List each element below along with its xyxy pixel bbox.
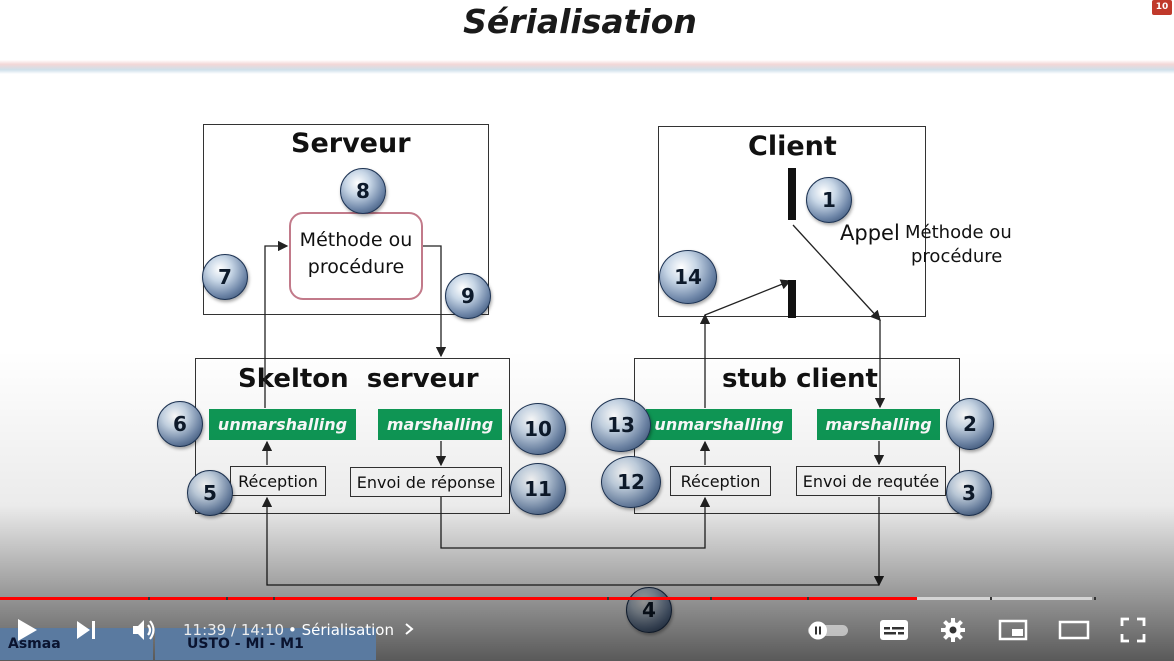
step-13-marker: 13	[591, 398, 651, 452]
play-button[interactable]	[14, 616, 40, 644]
course-watermark: USTO - MI - M1	[155, 628, 376, 660]
chapter-gap	[710, 597, 712, 600]
client-call-label: Appel	[840, 221, 900, 245]
chevron-right-icon	[405, 623, 414, 635]
theater-mode-icon	[1058, 620, 1090, 640]
presenter-watermark: Asmaa Boughrara	[0, 628, 153, 660]
client-method-line1: Méthode ou	[905, 222, 1012, 243]
arrow-method-to-skeleton	[423, 245, 447, 358]
step-9-marker: 9	[445, 273, 491, 319]
chapter-gap	[807, 597, 809, 600]
slide-title: Sérialisation	[463, 2, 697, 41]
miniplayer-icon	[998, 619, 1028, 641]
client-call-bar-bottom	[788, 280, 796, 318]
server-method-box: Méthode ou procédure	[289, 212, 423, 300]
arrow-response-to-client	[440, 496, 711, 549]
miniplayer-button[interactable]	[997, 617, 1029, 643]
arrow-skeleton-to-method	[264, 240, 289, 408]
step-11-marker: 11	[510, 463, 566, 515]
step-10-marker: 10	[510, 403, 566, 455]
chapter-gap	[990, 597, 992, 600]
step-3-marker: 3	[946, 470, 992, 516]
fullscreen-icon	[1120, 617, 1146, 643]
server-title: Serveur	[291, 128, 411, 159]
chapter-gap	[607, 597, 609, 600]
server-method-line1: Méthode ou	[299, 229, 413, 251]
settings-icon	[941, 618, 965, 642]
arrow-return-to-client	[704, 279, 792, 316]
step-2-marker: 2	[946, 398, 994, 450]
client-title: Client	[748, 131, 837, 162]
next-button[interactable]	[74, 618, 98, 642]
chapter-gap	[1094, 597, 1096, 600]
client-call-bar-top	[788, 168, 796, 220]
fullscreen-button[interactable]	[1119, 616, 1147, 644]
chapter-button[interactable]: • Sérialisation	[288, 619, 415, 641]
subtitles-icon	[880, 620, 908, 640]
chapter-gap	[148, 597, 150, 600]
volume-icon	[133, 620, 155, 640]
arrow-call-to-stub	[792, 224, 881, 321]
duration: 14:10	[240, 621, 285, 639]
step-1-marker: 1	[806, 177, 852, 223]
subtitles-button[interactable]	[878, 617, 910, 643]
arrow-bottom-return	[261, 496, 879, 586]
played-fill	[0, 597, 917, 600]
theater-mode-button[interactable]	[1057, 617, 1091, 643]
chapter-title: Sérialisation	[301, 621, 394, 639]
time-separator: /	[226, 621, 241, 639]
slide-number-badge: 10	[1152, 0, 1172, 15]
chapter-gap	[226, 597, 228, 600]
chapter-bullet-icon: •	[288, 621, 297, 639]
step-4-marker: 4	[626, 587, 672, 633]
step-6-marker: 6	[157, 401, 203, 447]
autoplay-toggle[interactable]	[806, 620, 850, 640]
chapter-gap	[273, 597, 275, 600]
step-7-marker: 7	[202, 254, 248, 300]
server-method-line2: procédure	[307, 256, 405, 278]
autoplay-toggle-icon	[808, 621, 848, 640]
time-display: 11:39 / 14:10	[183, 619, 284, 641]
settings-button[interactable]	[939, 616, 967, 644]
play-icon	[18, 619, 37, 641]
step-12-marker: 12	[601, 456, 661, 508]
step-8-marker: 8	[340, 168, 386, 214]
next-icon	[77, 621, 95, 639]
mute-button[interactable]	[130, 616, 158, 644]
server-box	[203, 124, 489, 315]
step-5-marker: 5	[187, 470, 233, 516]
title-divider	[0, 60, 1174, 74]
client-method-line2: procédure	[911, 246, 1003, 267]
step-14-marker: 14	[659, 250, 717, 304]
current-time: 11:39	[183, 621, 227, 639]
progress-bar[interactable]	[0, 597, 1174, 600]
